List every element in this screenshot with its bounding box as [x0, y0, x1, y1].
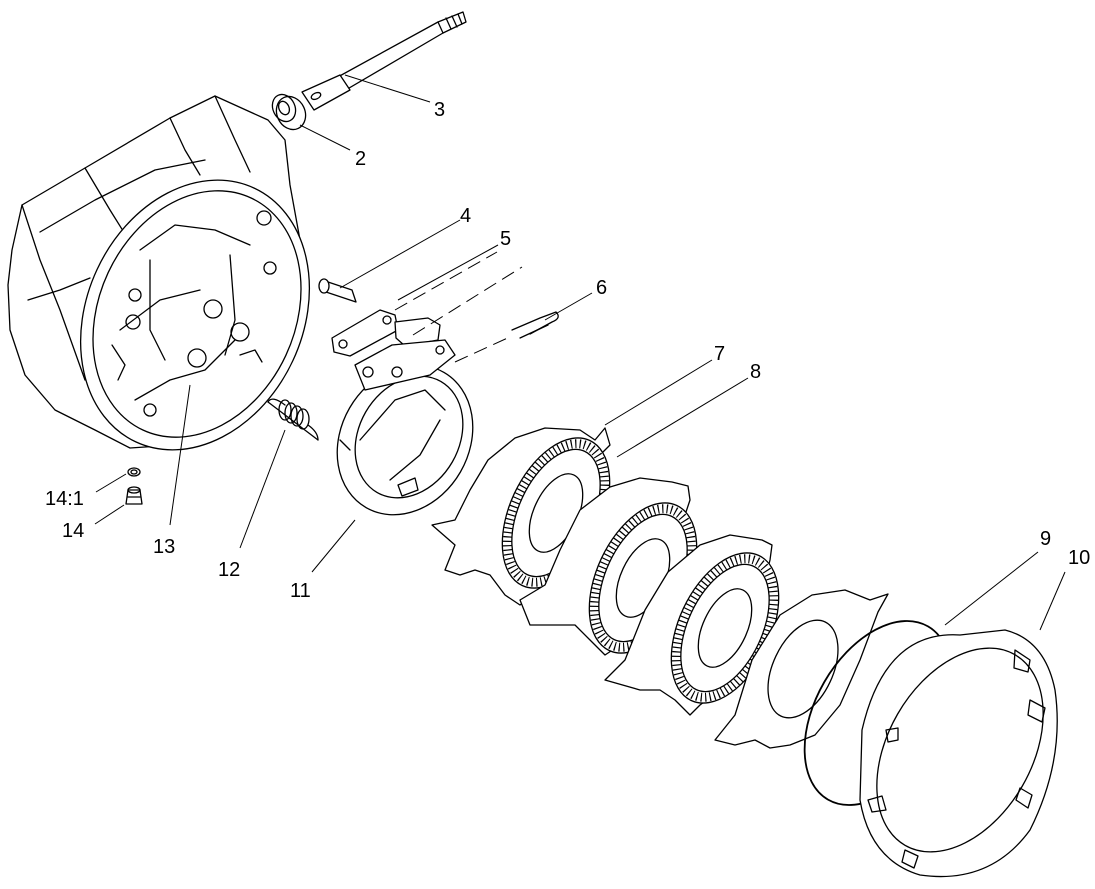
part-6-clip — [454, 311, 559, 363]
part-11-actuator — [336, 339, 474, 516]
callout-9: 9 — [1040, 528, 1051, 550]
leader-lines — [94, 74, 1066, 631]
callout-8: 8 — [750, 361, 761, 383]
part-14-fitting — [125, 467, 143, 505]
part-2-washer — [271, 93, 307, 131]
part-3-shaft — [301, 11, 467, 111]
callout-14: 14 — [62, 520, 84, 542]
part-10-cover — [859, 629, 1058, 878]
callout-12: 12 — [218, 559, 240, 581]
part-7-plate-stack — [431, 427, 889, 749]
callout-10: 10 — [1068, 547, 1090, 569]
callout-labels: 2 3 4 5 6 7 8 9 10 11 12 13 14:1 14 — [45, 99, 1090, 602]
callout-2: 2 — [355, 148, 366, 170]
part-12-spring — [267, 398, 319, 441]
callout-5: 5 — [500, 228, 511, 250]
callout-3: 3 — [434, 99, 445, 121]
callout-11: 11 — [290, 580, 311, 602]
part-5-link-assembly — [331, 251, 523, 357]
callout-13: 13 — [153, 536, 175, 558]
callout-14-1: 14:1 — [45, 488, 84, 510]
callout-6: 6 — [596, 277, 607, 299]
callout-4: 4 — [460, 205, 471, 227]
callout-7: 7 — [714, 343, 725, 365]
part-13-brake-housing — [7, 95, 311, 451]
